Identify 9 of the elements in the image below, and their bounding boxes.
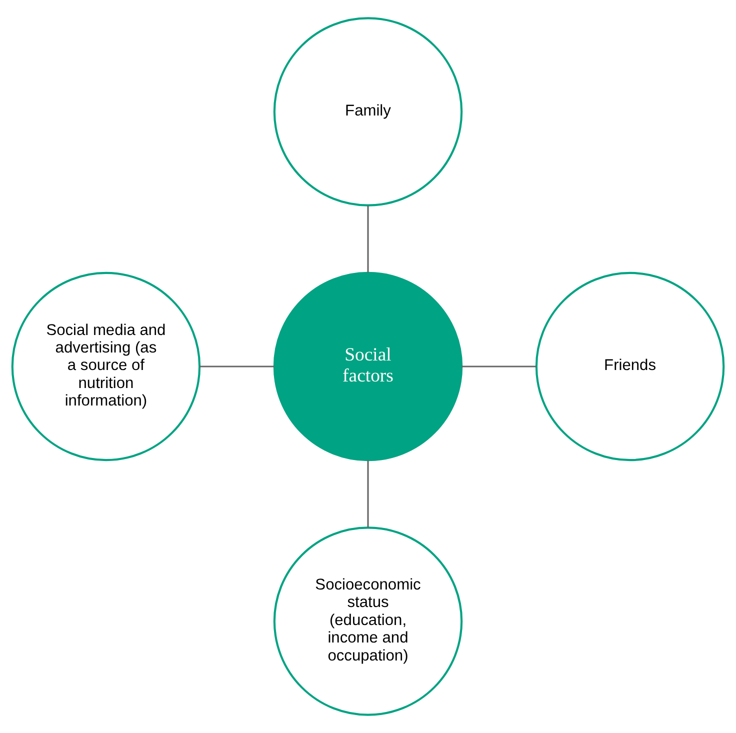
node-circle: Social factors <box>273 272 463 462</box>
node-circle: Social media and advertising (as a source of nutrition information) <box>11 272 201 462</box>
node-circle: Socioeconomic status (education, income and occupation) <box>273 526 463 716</box>
connector <box>367 205 369 273</box>
connector <box>200 366 274 368</box>
node-circle: Family <box>273 17 463 206</box>
connector <box>462 366 536 368</box>
node-circle: Friends <box>535 272 725 462</box>
connector <box>367 460 369 528</box>
